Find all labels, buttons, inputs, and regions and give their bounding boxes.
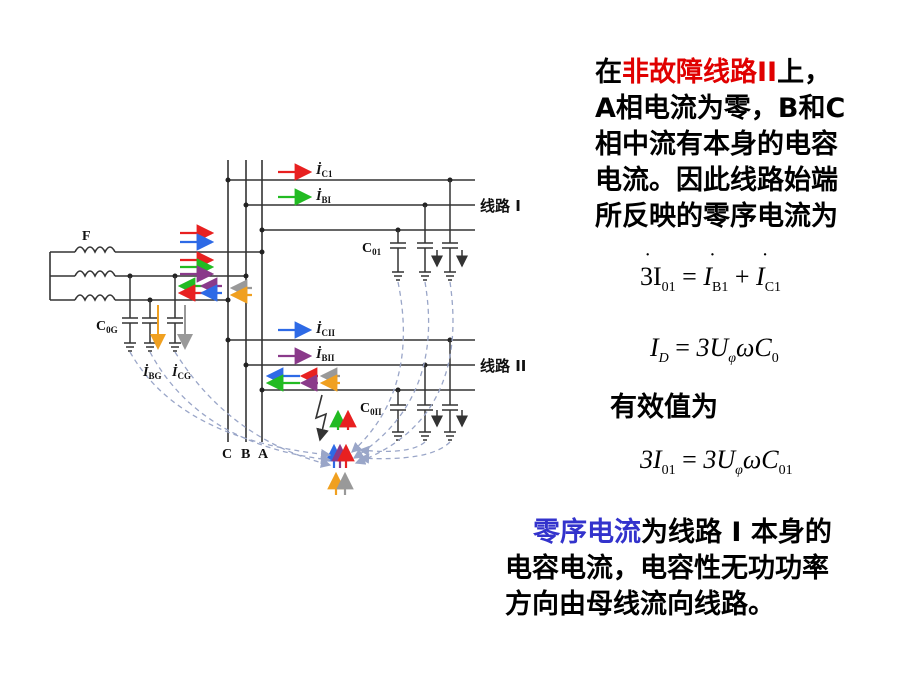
- text3-line1: 零序电流为线路 I 本身的: [533, 517, 832, 548]
- generator-arrows: [177, 224, 252, 304]
- line-1: [228, 179, 475, 231]
- label-ic1: İC1: [315, 161, 333, 179]
- generator-f: [49, 246, 262, 302]
- label-phase-c: C: [222, 447, 232, 462]
- effective-value-label: 有效值为: [610, 392, 718, 423]
- label-ibg: İBG: [142, 363, 161, 381]
- label-f: F: [82, 229, 91, 244]
- label-c0ii: C0II: [360, 401, 382, 417]
- line-2: [228, 339, 475, 391]
- label-ib1: İBI: [315, 187, 331, 205]
- equation-3: 3I01 = 3UφωC01: [640, 445, 793, 478]
- label-c01: C01: [362, 241, 382, 257]
- text1-line3: 相中流有本身的电容: [595, 129, 838, 160]
- label-icg: İCG: [171, 363, 191, 381]
- text3-line3: 方向由母线流向线路。: [505, 589, 775, 620]
- fault-symbol: [314, 394, 329, 442]
- text3-line2: 电容电流，电容性无功功率: [505, 553, 829, 584]
- line-2-capacitors: [390, 340, 458, 441]
- capacitive-return-paths: [129, 281, 454, 468]
- label-ibii: İBII: [315, 345, 335, 363]
- label-line-2: 线路 II: [480, 357, 526, 375]
- text1-line5: 所反映的零序电流为: [595, 201, 838, 232]
- text1-line2: A相电流为零，B和C: [595, 93, 846, 124]
- label-phase-a: A: [258, 447, 269, 462]
- bus-bars: [227, 160, 263, 442]
- label-phase-b: B: [241, 447, 250, 462]
- fault-current-arrows: [325, 409, 357, 495]
- label-c0g: C0G: [96, 319, 118, 335]
- equation-1: 3I01 = IB1 + IC1: [640, 248, 781, 296]
- label-icii: İCII: [315, 320, 335, 338]
- equation-2: ID = 3UφωC0: [650, 333, 779, 366]
- explanation-paragraph-1: 在非故障线路II上， A相电流为零，B和C 相中流有本身的电容 电流。因此线路始…: [595, 55, 845, 235]
- line-1-capacitors: [390, 180, 458, 281]
- line-2-return-arrows: [265, 367, 340, 392]
- text1-line4: 电流。因此线路始端: [595, 165, 838, 196]
- generator-capacitors: [122, 276, 183, 352]
- text1-line1: 在非故障线路II上，: [595, 57, 832, 88]
- label-line-1: 线路 I: [480, 197, 521, 215]
- zero-sequence-circuit-diagram: F C0G İBG İCG C B A İC1 İBI C01 İCII İBI…: [49, 160, 526, 495]
- explanation-paragraph-2: 零序电流为线路 I 本身的 电容电流，电容性无功功率 方向由母线流向线路。: [505, 515, 832, 623]
